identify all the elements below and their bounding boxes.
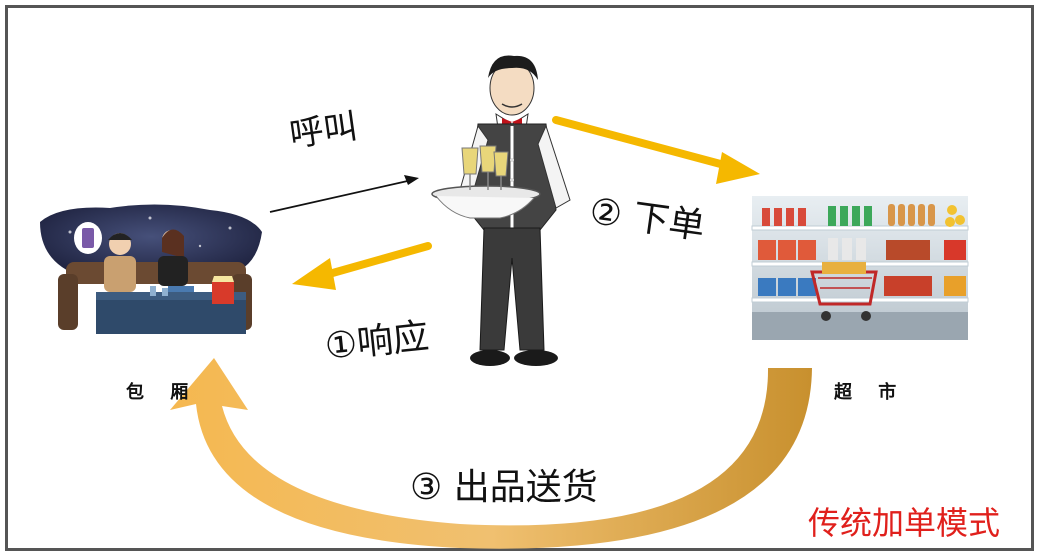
mode-title: 传统加单模式 xyxy=(808,504,1001,542)
respond-label: ①响应 xyxy=(322,316,431,368)
deliver-label: ③ 出品送货 xyxy=(410,467,598,508)
call-label: 呼叫 xyxy=(287,106,361,156)
private-room-illustration xyxy=(40,204,262,334)
private-room-label: 包 厢 xyxy=(126,382,199,403)
supermarket-illustration xyxy=(751,196,969,340)
order-arrow xyxy=(552,116,760,184)
supermarket-label: 超 市 xyxy=(834,382,907,403)
deliver-curved-arrow xyxy=(170,358,812,549)
respond-arrow xyxy=(292,242,432,290)
waiter-illustration xyxy=(431,55,571,366)
call-arrow xyxy=(269,175,419,213)
